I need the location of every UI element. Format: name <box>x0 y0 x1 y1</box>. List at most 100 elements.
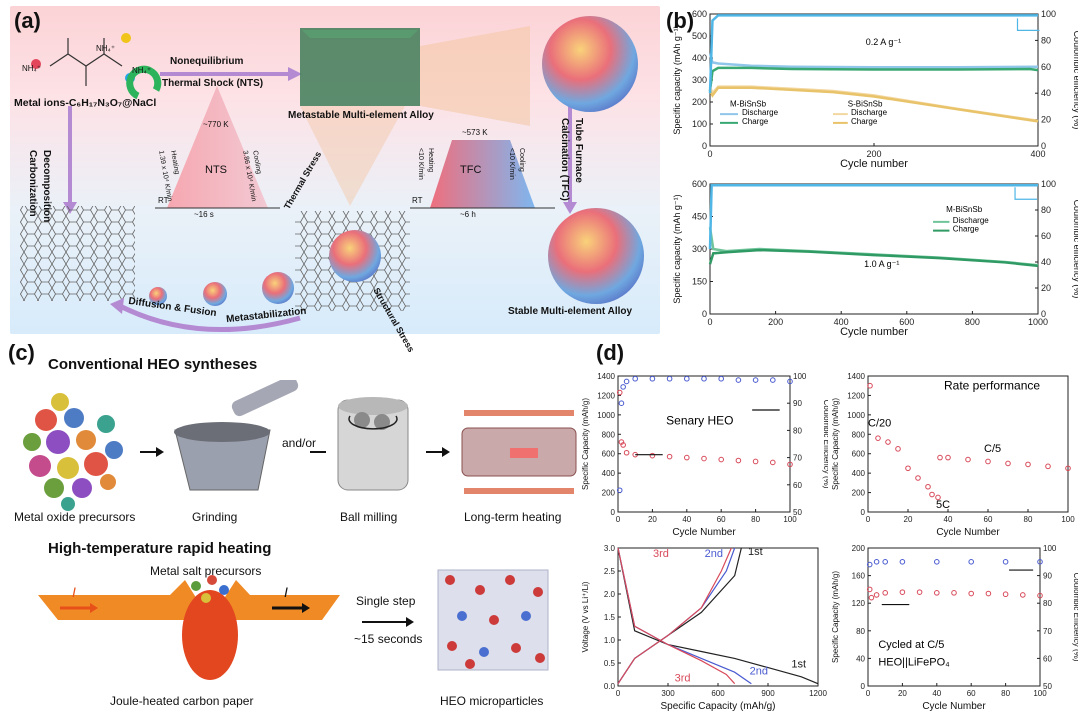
heating-coil-bottom <box>464 488 574 494</box>
data-point <box>620 384 626 390</box>
rapid-title: High-temperature rapid heating <box>48 540 272 557</box>
y2-tick-label: 60 <box>1041 62 1051 72</box>
nts-time: ~16 s <box>194 210 214 219</box>
data-point <box>632 375 639 382</box>
x-tick-label: 40 <box>682 515 691 524</box>
series-line <box>708 53 1039 69</box>
ce-pointer <box>1016 18 1040 31</box>
panel-c-schematic <box>23 380 577 680</box>
y-tick-label: 600 <box>692 179 707 189</box>
panel-c-label: (c) <box>8 340 35 365</box>
data-point <box>873 559 880 565</box>
plot-frame <box>709 13 1039 147</box>
data-point <box>935 494 941 501</box>
data-point <box>965 456 971 463</box>
ion-dot <box>31 59 41 69</box>
y2-axis-label: Coulombic efficiency (%) <box>1072 31 1078 130</box>
salt-particle <box>191 581 201 591</box>
legend-item: Discharge <box>953 216 990 225</box>
data-point <box>701 375 707 382</box>
metastable-label: Metastable Multi-element Alloy <box>288 110 434 121</box>
tube-furnace-label: Tube Furnace <box>573 118 584 183</box>
series-line <box>617 547 736 685</box>
y-tick-label: 1000 <box>597 411 615 420</box>
series-annotation: Senary HEO <box>666 414 733 428</box>
y-tick-label: 0.5 <box>604 659 616 668</box>
alloy-sphere-bottom <box>548 208 644 304</box>
y-tick-label: 450 <box>692 212 707 222</box>
x-tick-label: 600 <box>899 317 914 327</box>
arrow-1-head <box>156 447 164 457</box>
data-point <box>875 435 881 441</box>
nts-rt: RT <box>158 196 169 205</box>
rate-label: C/5 <box>984 443 1001 455</box>
data-point <box>770 459 776 466</box>
data-point <box>1005 460 1011 467</box>
rate-annotation: 0.2 A g⁻¹ <box>866 37 901 47</box>
heating-coil-top <box>464 410 574 416</box>
x-tick-label: 60 <box>717 515 726 524</box>
x-axis-label: Cycle Number <box>922 701 986 712</box>
data-point <box>787 378 793 385</box>
data-point <box>649 375 656 382</box>
x-tick-label: 0 <box>866 689 871 698</box>
data-point <box>868 594 875 601</box>
data-point <box>620 442 626 448</box>
plate-top <box>302 30 418 38</box>
data-point <box>623 378 630 385</box>
metastable-alloy-plate <box>300 28 420 106</box>
x-tick-label: 300 <box>661 689 675 698</box>
y2-tick-label: 40 <box>1041 88 1051 98</box>
carbon-paper-icon <box>38 580 340 680</box>
x-tick-label: 40 <box>932 689 941 698</box>
data-point <box>735 377 742 383</box>
x-tick-label: 900 <box>761 689 775 698</box>
heo-atoms <box>445 575 545 669</box>
y-tick-label: 600 <box>602 450 616 459</box>
cycle-label: 1st <box>791 659 806 671</box>
y2-tick-label: 90 <box>1043 572 1052 581</box>
stable-label: Stable Multi-element Alloy <box>508 306 633 317</box>
series-line <box>617 547 752 685</box>
y2-axis-label: Coulombic Efficiency (%) <box>822 400 828 489</box>
y-tick-label: 3.0 <box>604 544 616 553</box>
x-tick-label: 40 <box>944 515 953 524</box>
data-point <box>623 449 630 456</box>
data-point <box>1002 559 1009 565</box>
data-point <box>895 446 901 452</box>
cycle-label: 2nd <box>750 666 768 678</box>
y-tick-label: 300 <box>692 75 707 85</box>
cycle-label: 3rd <box>675 672 691 684</box>
tfc-top-temp: ~573 K <box>462 128 488 137</box>
small-sphere-1 <box>149 287 167 305</box>
salt-particle <box>207 575 217 585</box>
y-tick-label: 40 <box>856 654 865 663</box>
data-point <box>985 458 991 465</box>
x-tick-label: 100 <box>1033 689 1047 698</box>
legend-title: M-BiSnSb <box>730 99 767 108</box>
y2-tick-label: 60 <box>793 481 802 490</box>
salt-particle <box>201 593 211 603</box>
legend-item: Charge <box>742 117 769 126</box>
fusion-sphere <box>329 230 381 282</box>
y-tick-label: 1200 <box>847 391 865 400</box>
x-axis-label: Cycle number <box>840 326 908 338</box>
y-tick-label: 600 <box>692 9 707 19</box>
y2-tick-label: 100 <box>1041 179 1056 189</box>
y-axis-label: Specific Capacity (mAh/g) <box>581 398 590 490</box>
y-axis-label: Specific Capacity (mAh/g) <box>831 398 840 490</box>
salt-particle <box>219 585 229 595</box>
y2-tick-label: 0 <box>1041 309 1046 319</box>
ion-label: NH₄⁺ <box>96 44 116 53</box>
arrow-3-head <box>442 447 450 457</box>
x-tick-label: 80 <box>1001 689 1010 698</box>
y-tick-label: 200 <box>852 489 866 498</box>
y-tick-label: 1400 <box>597 372 615 381</box>
legend-title: M-BiSnSb <box>946 205 983 214</box>
y-tick-label: 0 <box>702 141 707 151</box>
data-point <box>1037 592 1043 599</box>
x-tick-label: 400 <box>1030 149 1045 159</box>
data-point <box>616 389 623 396</box>
